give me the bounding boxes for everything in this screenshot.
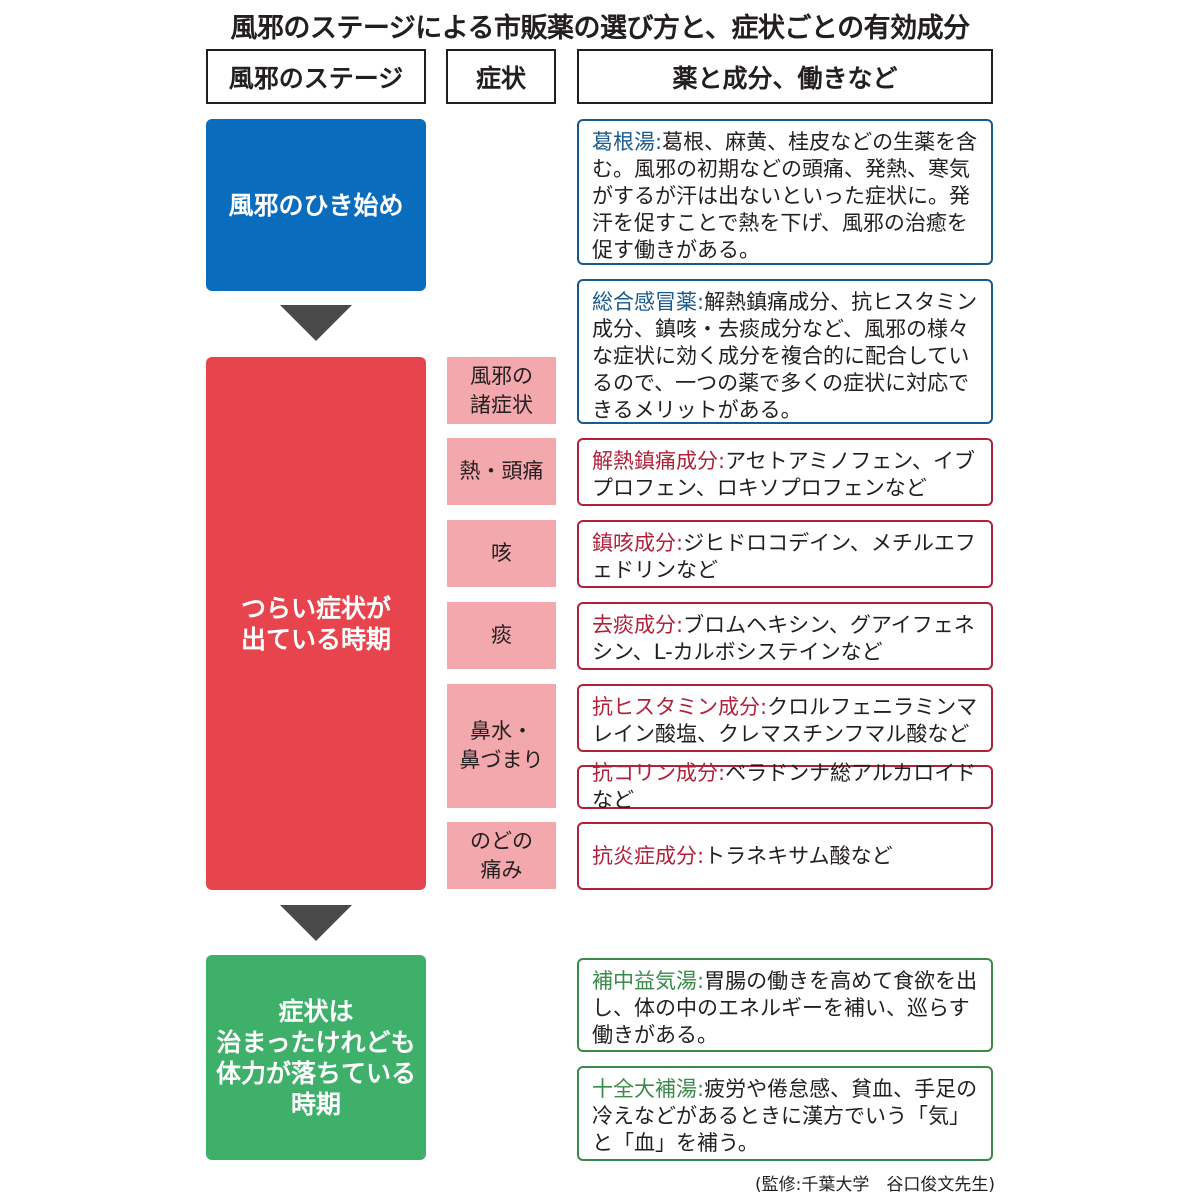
medicine-name: 鎮咳成分: xyxy=(592,531,684,555)
medicine-kakkonto: 葛根湯:葛根、麻黄、桂皮などの生薬を含む。風邪の初期などの頭痛、発熱、寒気がする… xyxy=(577,119,993,265)
page-title: 風邪のステージによる市販薬の選び方と、症状ごとの有効成分 xyxy=(230,13,970,44)
header-symptom: 症状 xyxy=(446,49,556,104)
medicine-juzentaihoto: 十全大補湯:疲労や倦怠感、貧血、手足の冷えなどがあるときに漢方でいう「気」と「血… xyxy=(577,1066,993,1161)
medicine-name: 抗ヒスタミン成分: xyxy=(592,695,768,719)
stage-early: 風邪のひき始め xyxy=(206,119,426,291)
symptom-phlegm: 痰 xyxy=(447,602,556,669)
medicine-hochuekkito: 補中益気湯:胃腸の働きを高めて食欲を出し、体の中のエネルギーを補い、巡らす働きが… xyxy=(577,958,993,1052)
medicine-name: 総合感冒薬: xyxy=(592,290,705,314)
medicine-desc: 葛根、麻黄、桂皮などの生薬を含む。風邪の初期などの頭痛、発熱、寒気がするが汗は出… xyxy=(592,130,978,262)
medicine-desc: クロルフェニラミンマレイン酸塩、クレマスチンフマル酸など xyxy=(592,695,978,746)
symptom-various: 風邪の 諸症状 xyxy=(447,357,556,424)
stage-recovery: 症状は 治まったけれども 体力が落ちている 時期 xyxy=(206,955,426,1160)
medicine-desc: ベラドンナ総アルカロイドなど xyxy=(592,761,977,812)
medicine-antihistamine: 抗ヒスタミン成分:クロルフェニラミンマレイン酸塩、クレマスチンフマル酸など xyxy=(577,684,993,752)
header-medicine: 薬と成分、働きなど xyxy=(577,49,993,104)
medicine-sogo: 総合感冒薬:解熱鎮痛成分、抗ヒスタミン成分、鎮咳・去痰成分など、風邪の様々な症状… xyxy=(577,279,993,424)
medicine-desc: ジヒドロコデイン、メチルエフェドリンなど xyxy=(592,531,976,582)
down-arrow-icon xyxy=(280,305,352,341)
medicine-name: 抗コリン成分: xyxy=(592,761,726,785)
symptom-nose: 鼻水・ 鼻づまり xyxy=(447,684,556,808)
symptom-throat: のどの 痛み xyxy=(447,822,556,889)
symptom-fever: 熱・頭痛 xyxy=(447,438,556,505)
medicine-name: 去痰成分: xyxy=(592,613,684,637)
medicine-anticholinergic: 抗コリン成分:ベラドンナ総アルカロイドなど xyxy=(577,761,993,812)
medicine-desc: 胃腸の働きを高めて食欲を出し、体の中のエネルギーを補い、巡らす働きがある。 xyxy=(592,969,978,1047)
medicine-desc: アセトアミノフェン、イブプロフェン、ロキソプロフェンなど xyxy=(592,449,975,500)
medicine-kyotan: 去痰成分:ブロムヘキシン、グアイフェネシン、L-カルボシステインなど xyxy=(577,602,993,670)
medicine-antiinflammatory: 抗炎症成分:トラネキサム酸など xyxy=(577,822,993,890)
medicine-name: 解熱鎮痛成分: xyxy=(592,449,726,473)
medicine-genetsu: 解熱鎮痛成分:アセトアミノフェン、イブプロフェン、ロキソプロフェンなど xyxy=(577,438,993,506)
medicine-desc: トラネキサム酸など xyxy=(704,843,893,868)
symptom-cough: 咳 xyxy=(447,520,556,587)
medicine-desc: 疲労や倦怠感、貧血、手足の冷えなどがあるときに漢方でいう「気」と「血」を補う。 xyxy=(592,1077,978,1155)
header-stage: 風邪のステージ xyxy=(206,49,426,104)
down-arrow-icon xyxy=(280,905,352,941)
medicine-name: 補中益気湯: xyxy=(592,969,705,993)
medicine-name: 抗炎症成分: xyxy=(592,843,705,868)
medicine-name: 十全大補湯: xyxy=(592,1077,705,1101)
footnote: (監修:千葉大学 谷口俊文先生) xyxy=(755,1175,995,1195)
medicine-name: 葛根湯: xyxy=(592,130,663,154)
medicine-desc: 解熱鎮痛成分、抗ヒスタミン成分、鎮咳・去痰成分など、風邪の様々な症状に効く成分を… xyxy=(592,290,978,422)
medicine-desc: ブロムヘキシン、グアイフェネシン、L-カルボシステインなど xyxy=(592,613,975,664)
stage-severe: つらい症状が 出ている時期 xyxy=(206,357,426,890)
medicine-chingai: 鎮咳成分:ジヒドロコデイン、メチルエフェドリンなど xyxy=(577,520,993,588)
